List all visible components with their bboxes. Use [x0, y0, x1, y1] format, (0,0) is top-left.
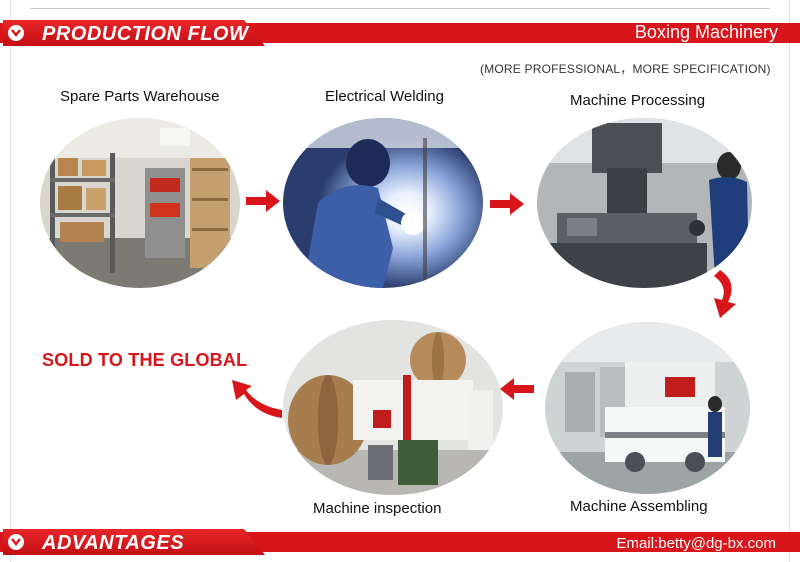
chevron-down-circle-icon	[8, 534, 24, 550]
chevron-down-circle-icon	[8, 25, 24, 41]
curved-arrow-left-icon	[232, 380, 282, 418]
brand-text: Boxing Machinery	[634, 22, 778, 42]
arrow-right-icon	[490, 193, 524, 215]
curved-arrow-down-icon	[714, 270, 736, 318]
email-text: Email:betty@dg-bx.com	[616, 535, 776, 552]
step-label-processing: Machine Processing	[570, 92, 706, 109]
section-title: PRODUCTION FLOW	[42, 23, 249, 45]
assembling-photo	[545, 322, 750, 494]
step-label-welding: Electrical Welding	[325, 88, 444, 105]
processing-photo	[537, 118, 752, 288]
inspection-photo	[283, 320, 503, 495]
advantages-header: ADVANTAGES Email:betty@dg-bx.com	[0, 529, 800, 555]
arrow-right-icon	[246, 190, 280, 212]
page-frame	[10, 0, 790, 562]
subtitle: (MORE PROFESSIONAL，MORE SPECIFICATION)	[480, 62, 771, 76]
top-divider	[30, 8, 770, 9]
step-label-assembling: Machine Assembling	[570, 498, 708, 515]
header-tab	[3, 529, 265, 555]
warehouse-photo	[40, 118, 240, 288]
step-label-inspection: Machine inspection	[313, 500, 442, 517]
section-title: ADVANTAGES	[42, 532, 185, 554]
sold-global-text: SOLD TO THE GLOBAL	[42, 350, 248, 370]
arrow-left-icon	[500, 378, 534, 400]
header-tab	[3, 20, 265, 46]
step-label-warehouse: Spare Parts Warehouse	[60, 88, 220, 105]
welding-photo	[283, 118, 483, 288]
production-flow-header: PRODUCTION FLOW Boxing Machinery	[0, 20, 800, 46]
